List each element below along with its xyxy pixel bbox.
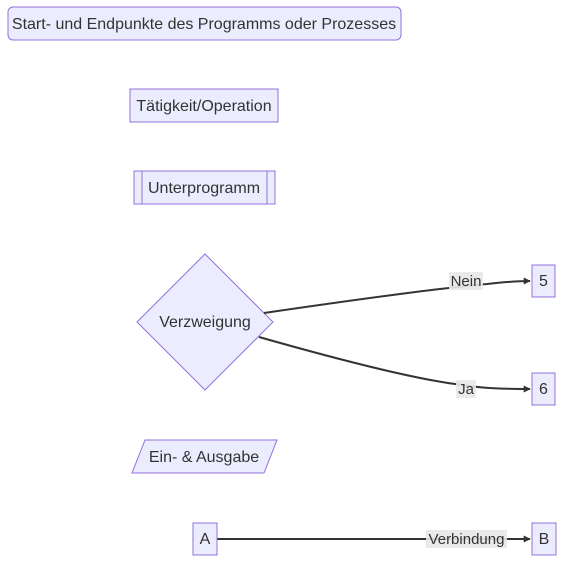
node-a-shape — [192, 522, 218, 556]
node-5-shape — [531, 264, 556, 298]
node-6-label: 6 — [539, 381, 548, 398]
edge-verbindung: Verbindung — [217, 530, 531, 548]
edge-verbindung-label-bg — [426, 530, 507, 548]
edge-ja-label: Ja — [458, 381, 475, 398]
node-b: B — [531, 522, 557, 556]
node-6: 6 — [531, 372, 556, 406]
subroutine-shape — [133, 170, 276, 205]
process-label: Tätigkeit/Operation — [136, 98, 271, 115]
edge-ja: Ja — [258, 336, 531, 398]
node-5-label: 5 — [539, 273, 548, 290]
edge-nein-line — [263, 277, 531, 314]
edge-verbindung-label: Verbindung — [429, 531, 505, 548]
subroutine-label: Unterprogramm — [148, 180, 260, 197]
terminal-label: Start- und Endpunkte des Programms oder … — [12, 16, 396, 33]
decision-shape — [136, 253, 274, 391]
node-b-label: B — [539, 531, 550, 548]
node-a: A — [192, 522, 218, 556]
io-node: Ein- & Ausgabe — [131, 439, 278, 474]
edge-nein-label: Nein — [451, 273, 482, 290]
process-node: Tätigkeit/Operation — [129, 88, 279, 123]
node-5: 5 — [531, 264, 556, 298]
edge-nein-label-bg — [449, 272, 483, 290]
edge-nein: Nein — [263, 272, 531, 314]
node-b-shape — [531, 522, 557, 556]
edge-ja-label-bg — [456, 380, 476, 398]
edge-ja-line — [258, 336, 531, 393]
io-label: Ein- & Ausgabe — [149, 449, 259, 466]
decision-node: Verzweigung — [136, 253, 274, 391]
terminal-node: Start- und Endpunkte des Programms oder … — [7, 6, 402, 41]
process-shape — [129, 88, 279, 123]
decision-label: Verzweigung — [159, 314, 251, 331]
node-6-shape — [531, 372, 556, 406]
node-a-label: A — [200, 531, 211, 548]
subroutine-node: Unterprogramm — [133, 170, 276, 205]
terminal-shape — [7, 6, 402, 41]
io-shape — [131, 439, 278, 474]
